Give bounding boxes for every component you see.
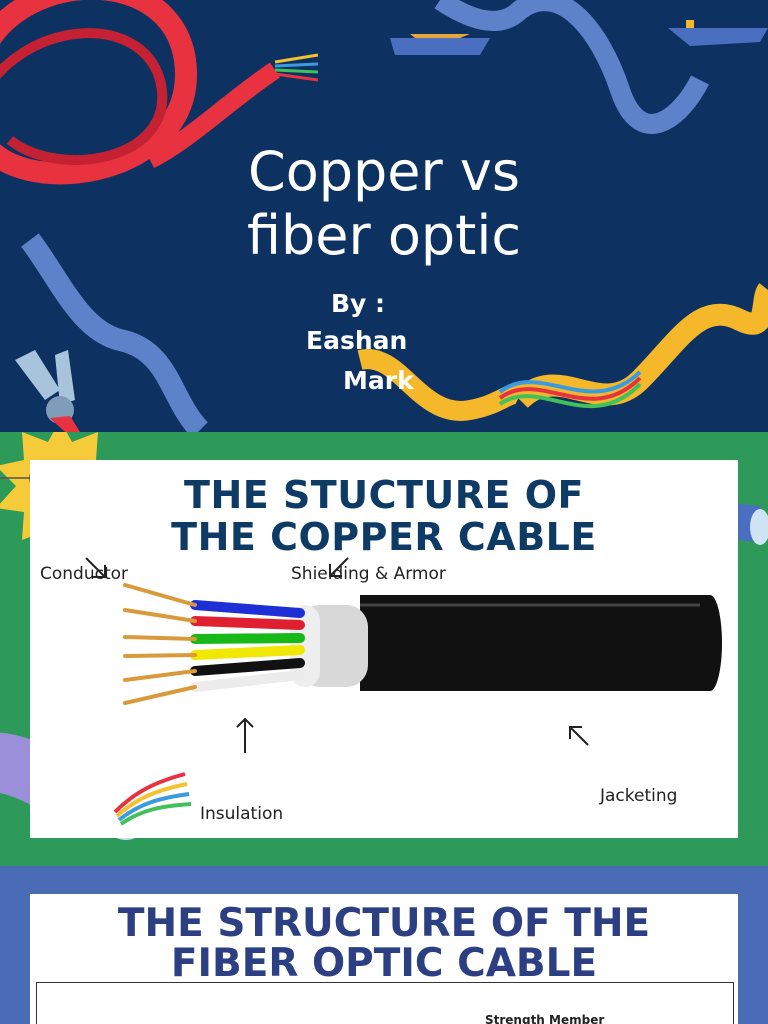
- insulated-wires: [190, 600, 305, 692]
- copper-heading-line-1: THE STUCTURE OF: [184, 473, 584, 517]
- jacketing-arrow-icon: [569, 726, 589, 746]
- copper-conductors: [123, 583, 197, 705]
- fiber-heading-line-2: FIBER OPTIC CABLE: [170, 941, 598, 986]
- author-mark: Mark: [343, 366, 414, 395]
- insulation-arrow-icon: [236, 717, 254, 753]
- shielding-arrow-icon: [329, 557, 349, 577]
- by-label: By :: [331, 289, 386, 318]
- slide1-decoration: [0, 0, 768, 432]
- copper-cable-diagram: [85, 557, 722, 753]
- copper-structure-slide: A THE STUCTURE OF THE COPPER CABLE: [0, 432, 768, 866]
- fiber-cable-panel: THE STRUCTURE OF THE FIBER OPTIC CABLE S…: [30, 894, 738, 1024]
- label-strength-member: Strength Member: [485, 1013, 605, 1024]
- copper-cable-panel: THE STUCTURE OF THE COPPER CABLE: [30, 460, 738, 838]
- copper-heading-line-2: THE COPPER CABLE: [171, 515, 597, 559]
- title-slide: Copper vs fiber optic By : Eashan Mark: [0, 0, 768, 432]
- blue-ribbon-top: [434, 0, 709, 134]
- label-insulation: Insulation: [200, 804, 284, 824]
- title-line-2: fiber optic: [246, 204, 522, 267]
- author-eashan: Eashan: [306, 326, 408, 355]
- blue-ribbon-left: [21, 233, 209, 432]
- wire-bundle-illustration: [113, 772, 192, 826]
- label-conductor: Conductor: [40, 564, 129, 584]
- yellow-ribbon: [512, 283, 768, 409]
- conductor-arrow-icon: [85, 557, 106, 578]
- fiber-diagram-frame: Strength Member: [36, 982, 734, 1024]
- fiber-structure-slide: THE STRUCTURE OF THE FIBER OPTIC CABLE S…: [0, 866, 768, 1024]
- pliers-icon: [15, 350, 80, 432]
- label-jacketing: Jacketing: [600, 786, 678, 806]
- fiber-heading-line-1: THE STRUCTURE OF THE: [117, 901, 651, 946]
- presentation-title: Copper vs fiber optic: [0, 140, 768, 268]
- label-shielding: Shielding & Armor: [291, 564, 446, 584]
- title-line-1: Copper vs: [248, 140, 520, 203]
- copper-heading: THE STUCTURE OF THE COPPER CABLE: [30, 474, 738, 558]
- red-cable-coil: [0, 0, 319, 185]
- fiber-heading: THE STRUCTURE OF THE FIBER OPTIC CABLE: [30, 904, 738, 984]
